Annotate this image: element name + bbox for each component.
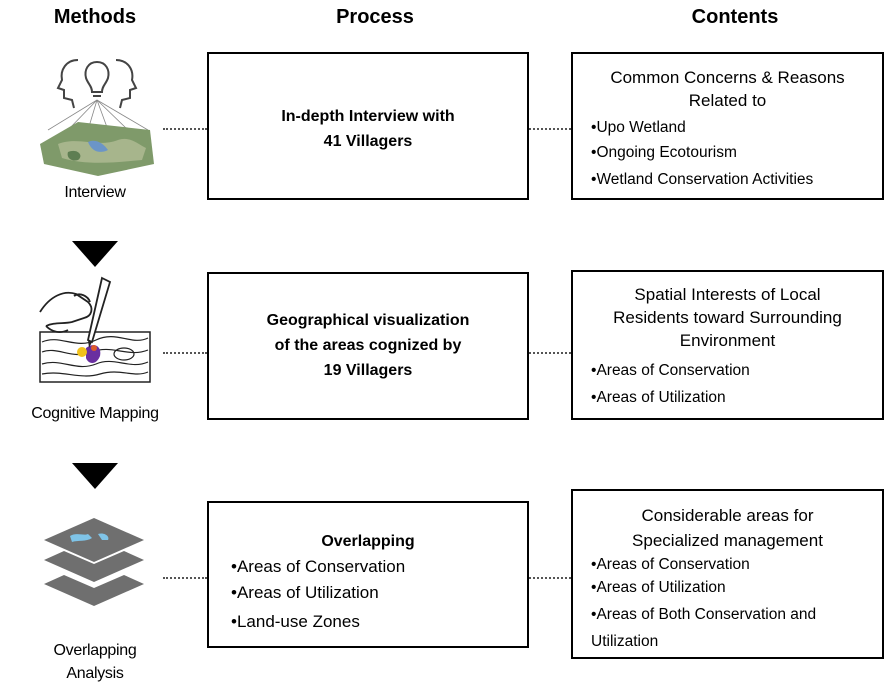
connector-line xyxy=(163,352,207,354)
connector-line xyxy=(529,128,571,130)
contents-box-cognitive-mapping: Spatial Interests of Local Residents tow… xyxy=(571,270,884,420)
contents-title-line: Environment xyxy=(679,331,776,350)
down-arrow-icon xyxy=(72,241,118,267)
contents-title-line: Specialized management xyxy=(632,531,823,550)
method-label-line: Analysis xyxy=(66,665,124,682)
contents-bullet: Ongoing Ecotourism xyxy=(591,141,813,164)
header-process: Process xyxy=(336,6,414,28)
method-label-interview: Interview xyxy=(64,184,126,201)
process-title-line: In-depth Interview with xyxy=(281,108,455,125)
process-title-line: 41 Villagers xyxy=(323,133,413,150)
header-contents: Contents xyxy=(691,6,779,28)
contents-bullet: Areas of Utilization xyxy=(591,576,816,599)
process-box-overlapping: Overlapping Areas of Conservation Areas … xyxy=(207,501,529,648)
down-arrow-icon xyxy=(72,463,118,489)
process-title-line: Overlapping xyxy=(321,533,415,550)
hand-drawing-map-icon xyxy=(39,276,151,383)
contents-bullet: Wetland Conservation Activities xyxy=(591,168,813,191)
contents-title-line: Considerable areas for xyxy=(641,506,814,525)
contents-bullet: Areas of Conservation xyxy=(591,359,749,382)
header-methods: Methods xyxy=(53,6,137,28)
connector-line xyxy=(529,352,571,354)
process-bullet: Land-use Zones xyxy=(231,610,405,633)
contents-bullet: Areas of Conservation xyxy=(591,553,816,576)
process-bullet: Areas of Conservation xyxy=(231,555,405,578)
process-title-line: Geographical visualization xyxy=(266,312,470,329)
contents-title-line: Residents toward Surrounding xyxy=(613,308,842,327)
connector-line xyxy=(529,577,571,579)
process-bullet: Areas of Utilization xyxy=(231,581,405,604)
method-label-line: Overlapping xyxy=(53,642,137,659)
contents-box-interview: Common Concerns & Reasons Related to Upo… xyxy=(571,52,884,200)
contents-title-line: Spatial Interests of Local xyxy=(634,285,821,304)
contents-title-line: Common Concerns & Reasons xyxy=(610,68,845,87)
process-box-cognitive-mapping: Geographical visualization of the areas … xyxy=(207,272,529,420)
contents-title-line: Related to xyxy=(688,91,767,110)
contents-bullet: Areas of Utilization xyxy=(591,386,750,409)
connector-line xyxy=(163,577,207,579)
contents-box-overlapping: Considerable areas for Specialized manag… xyxy=(571,489,884,659)
connector-line xyxy=(163,128,207,130)
contents-bullet-continuation: Utilization xyxy=(591,633,659,650)
process-title-line: of the areas cognized by xyxy=(274,337,462,354)
interview-head-map-icon xyxy=(40,59,154,176)
stacked-layers-icon xyxy=(44,518,144,606)
process-title-line: 19 Villagers xyxy=(323,362,413,379)
contents-bullet: Areas of Both Conservation and xyxy=(591,603,816,626)
method-label-cognitive-mapping: Cognitive Mapping xyxy=(31,405,159,422)
process-box-interview: In-depth Interview with 41 Villagers xyxy=(207,52,529,200)
method-label-overlapping-analysis: Overlapping Analysis xyxy=(20,639,170,685)
contents-bullet: Upo Wetland xyxy=(591,116,813,139)
